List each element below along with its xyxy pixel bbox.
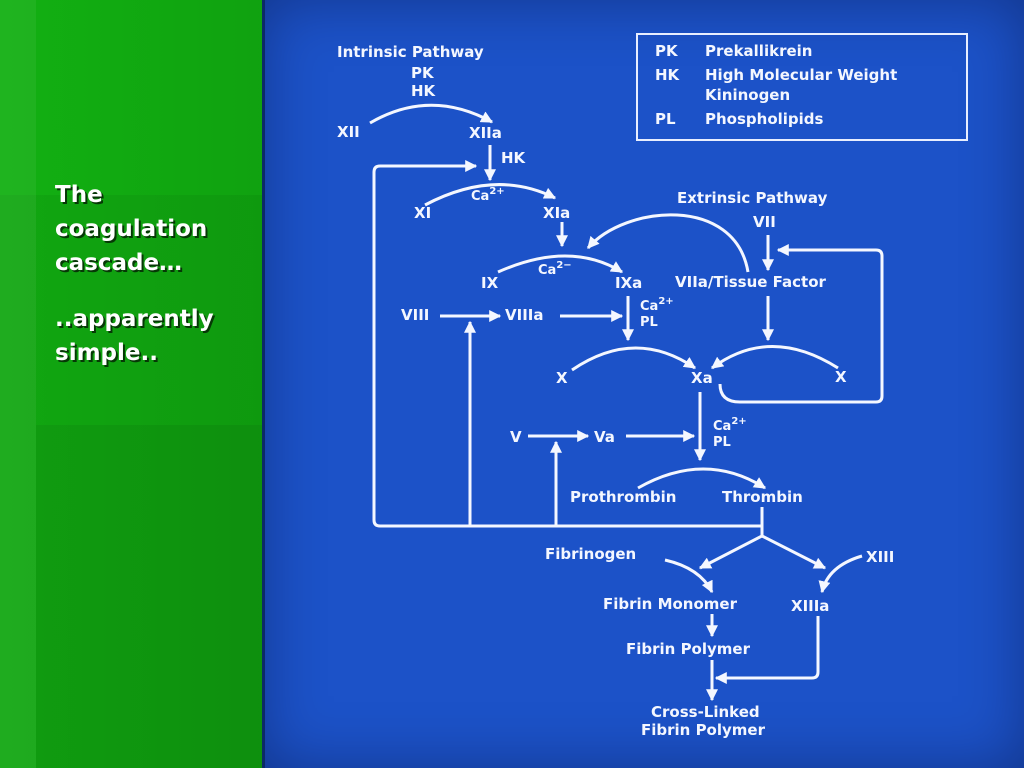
intrinsic-pathway-title: Intrinsic Pathway — [337, 43, 484, 61]
arrow-xiii-to-xiiia — [818, 554, 863, 594]
viia-tissue-factor: VIIa/Tissue Factor — [675, 273, 827, 291]
coagulation-cascade-diagram: PK Prekallikrein HK High Molecular Weigh… — [337, 33, 968, 739]
slide-text: The coagulation cascade… ..apparently si… — [55, 178, 260, 370]
arrow-prothrombin-to-thrombin — [637, 467, 767, 490]
background-band — [0, 0, 36, 768]
xa-feedback-loop — [718, 244, 884, 404]
factor-xii: XII — [337, 123, 360, 141]
factor-vii: VII — [753, 213, 776, 231]
slide-title-line: coagulation — [55, 216, 208, 242]
slide-subtitle-line: simple.. — [55, 340, 158, 366]
pk-label: PK — [411, 64, 435, 82]
arrow-viia-to-ix — [586, 213, 750, 273]
slide-title-line: cascade… — [55, 250, 183, 276]
legend-abbr: PL — [655, 110, 676, 128]
factor-xa: Xa — [691, 369, 713, 387]
slide-subtitle-line: ..apparently — [55, 306, 214, 332]
factor-xia: XIa — [543, 204, 570, 222]
fibrin-polymer-label: Fibrin Polymer — [626, 640, 751, 658]
factor-xiia: XIIa — [469, 124, 502, 142]
extrinsic-pathway-title: Extrinsic Pathway — [677, 189, 828, 207]
factor-ixa: IXa — [615, 274, 642, 292]
diagram-panel — [262, 0, 1024, 768]
thrombin-feedback-loop — [372, 160, 764, 528]
arrow-fibrinogen-to-monomer — [664, 558, 714, 594]
fibrinogen-label: Fibrinogen — [545, 545, 636, 563]
factor-xiiia: XIIIa — [791, 597, 829, 615]
arrow-x-left-to-xa — [571, 346, 696, 372]
factor-xi: XI — [414, 204, 431, 222]
factor-x-left: X — [556, 369, 568, 387]
legend-box — [636, 33, 968, 141]
arrow-thrombin-branch-right — [761, 534, 827, 570]
legend-abbr: HK — [655, 66, 681, 84]
factor-x-right: X — [835, 368, 847, 386]
prothrombin-label: Prothrombin — [570, 488, 676, 506]
hk-label: HK — [501, 149, 527, 167]
fibrin-monomer-label: Fibrin Monomer — [603, 595, 738, 613]
calcium-label: Ca2+ — [471, 186, 505, 204]
factor-ix: IX — [481, 274, 499, 292]
calcium-label: Ca2− — [538, 260, 572, 278]
legend-meaning: Phospholipids — [705, 110, 824, 128]
slide-title-line: The — [55, 182, 103, 208]
crosslinked-label-line: Fibrin Polymer — [641, 721, 766, 739]
arrow-thrombin-branch-left — [698, 524, 764, 570]
legend-abbr: PK — [655, 42, 679, 60]
factor-viii: VIII — [401, 306, 429, 324]
phospholipids-label: PL — [713, 435, 731, 450]
factor-xiii: XIII — [866, 548, 894, 566]
background-band — [36, 425, 262, 768]
factor-v: V — [510, 428, 522, 446]
factor-va: Va — [594, 428, 615, 446]
background-band — [0, 195, 262, 768]
arrow-xii-to-xiia — [369, 103, 494, 125]
arrow-ix-to-ixa — [497, 254, 624, 274]
legend-meaning: High Molecular Weight — [705, 66, 897, 84]
legend-meaning: Prekallikrein — [705, 42, 812, 60]
calcium-label: Ca2+ — [640, 296, 674, 314]
arrow-xiiia-to-crosslinking — [714, 616, 820, 684]
arrow-xi-to-xia — [424, 183, 557, 207]
calcium-label: Ca2+ — [713, 416, 747, 434]
factor-viiia: VIIIa — [505, 306, 543, 324]
arrow-x-right-to-xa — [711, 345, 839, 370]
legend-meaning: Kininogen — [705, 86, 790, 104]
hk-label: HK — [411, 82, 437, 100]
crosslinked-label-line: Cross-Linked — [651, 703, 760, 721]
phospholipids-label: PL — [640, 315, 658, 330]
thrombin-label: Thrombin — [722, 488, 803, 506]
